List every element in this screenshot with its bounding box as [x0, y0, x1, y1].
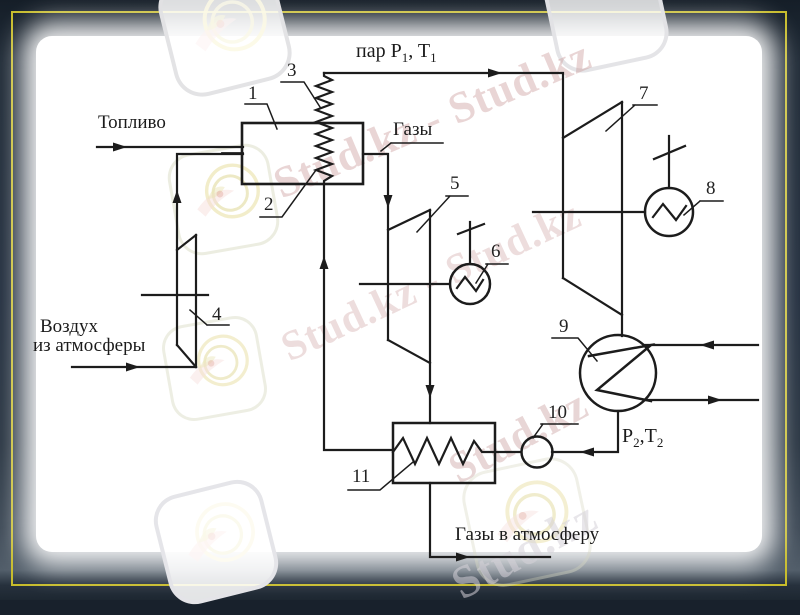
power-plant-schematic — [70, 68, 760, 562]
air-label-line2: из атмосферы — [33, 335, 146, 356]
arrow-up-icon — [172, 190, 182, 203]
exhaust-gases-label: Газы в атмосферу — [455, 524, 600, 545]
air-label-line1: Воздух — [40, 316, 99, 337]
heat-exchange-zigzag-icon — [587, 342, 656, 403]
arrow-down-icon — [425, 385, 435, 398]
arrow-right-icon — [456, 552, 470, 562]
callout-gas-turbine: 5 — [450, 173, 460, 194]
feedwater-line — [319, 182, 395, 452]
steam-line — [322, 68, 565, 280]
steam-label: пар P1, T1 — [356, 40, 437, 65]
callout-pump: 10 — [548, 402, 567, 423]
combustion-chamber — [240, 121, 365, 186]
gases-label: Газы — [393, 119, 433, 140]
exhaust-heat-exchanger — [391, 421, 497, 485]
pump — [493, 435, 554, 469]
callout-gas-generator: 6 — [491, 241, 501, 262]
gas-turbine — [358, 208, 452, 425]
boiler-coil — [312, 71, 336, 186]
arrow-right-icon — [126, 362, 140, 372]
callout-evaporator-coil: 2 — [264, 194, 274, 215]
gas-line — [361, 152, 393, 342]
callout-steam-turbine: 7 — [639, 83, 649, 104]
fuel-label: Топливо — [98, 112, 166, 133]
gold-border-line — [11, 11, 787, 586]
callout-leaders — [188, 81, 724, 491]
arrow-left-icon — [580, 447, 594, 457]
generator-wave-icon — [455, 275, 485, 293]
heat-exchange-zigzag-icon — [391, 435, 497, 467]
arrow-down-icon — [383, 195, 393, 208]
generator-wave-icon — [651, 202, 688, 222]
callout-condenser: 9 — [559, 316, 569, 337]
gas-generator — [448, 220, 492, 306]
exhaust-to-atmosphere-line — [428, 481, 552, 562]
condensate-line — [550, 409, 620, 457]
p2t2-label: P2,T2 — [622, 425, 664, 450]
steam-turbine — [531, 100, 647, 338]
callout-compressor: 4 — [212, 304, 222, 325]
callout-combustion-chamber: 1 — [248, 83, 258, 104]
condenser — [578, 333, 760, 413]
arrow-right-icon — [488, 68, 502, 78]
compressor — [70, 152, 245, 372]
arrow-right-icon — [708, 395, 722, 405]
callout-steam-generator: 8 — [706, 178, 716, 199]
arrow-right-icon — [113, 142, 127, 152]
steam-generator — [643, 134, 695, 238]
callout-superheater-coil: 3 — [287, 60, 297, 81]
fuel-line — [95, 142, 245, 154]
arrow-up-icon — [319, 256, 329, 269]
callout-heat-exchanger: 11 — [352, 466, 371, 487]
arrow-left-icon — [700, 340, 714, 350]
